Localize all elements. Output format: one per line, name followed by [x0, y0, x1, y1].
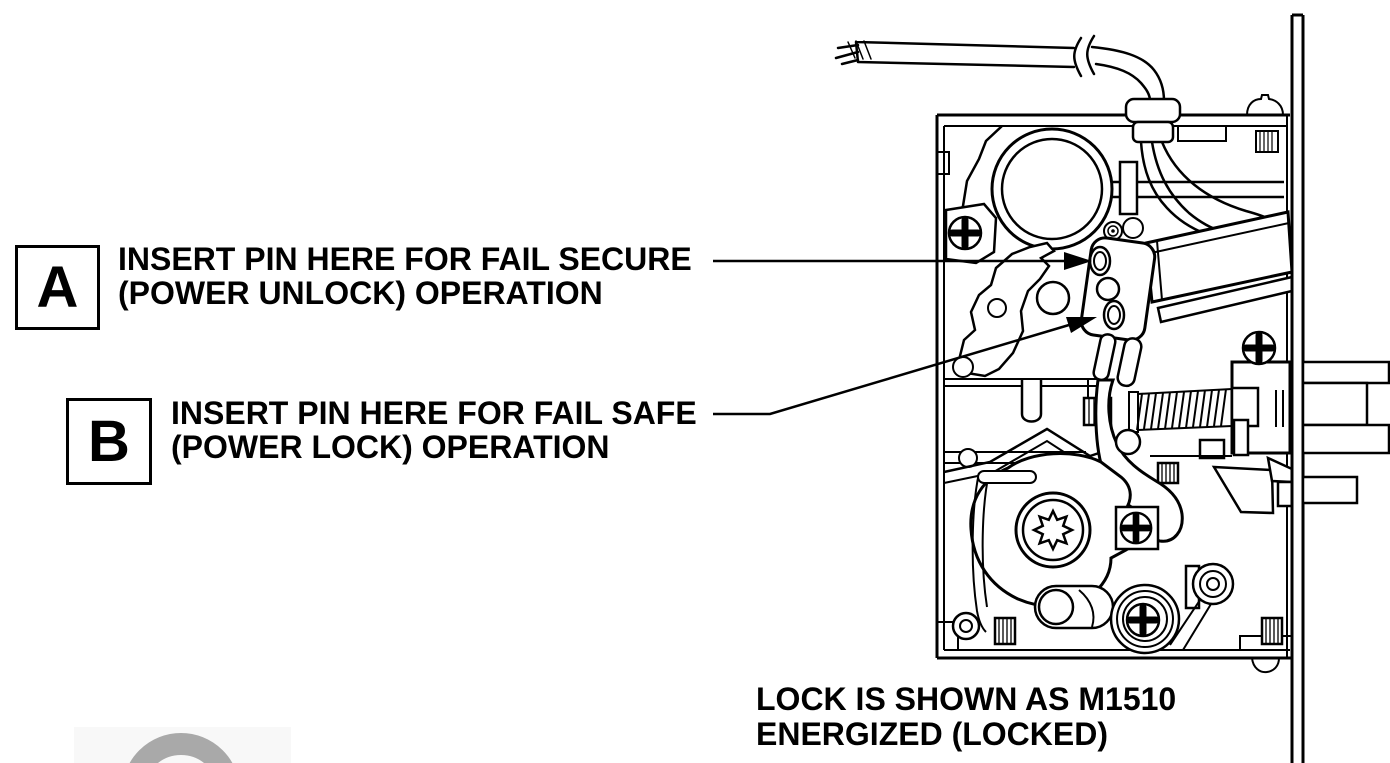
- screw-top-left: [947, 215, 983, 251]
- callout-b-arrowhead: [1066, 317, 1097, 333]
- latch-bolt-assembly: [1150, 360, 1294, 515]
- knurled-stud-stop: [1156, 461, 1180, 485]
- cable-grommet: [1124, 97, 1227, 144]
- pivot-pins: [1103, 217, 1144, 241]
- callout-b-box: B: [66, 398, 152, 485]
- cylinder-clamp: [1118, 160, 1139, 216]
- knurled-stud-bottom-right: [1260, 616, 1284, 646]
- callout-b-leader: [713, 317, 1097, 416]
- callout-b-line2: (POWER LOCK) OPERATION: [171, 429, 610, 465]
- latch-bolt-mid: [1301, 381, 1369, 427]
- callout-b-letter: B: [88, 408, 130, 474]
- top-screw-dome: [1246, 94, 1284, 116]
- lower-mechanism: [951, 470, 1284, 655]
- diagram-caption: LOCK IS SHOWN AS M1510 ENERGIZED (LOCKED…: [756, 682, 1176, 752]
- latch-spring: [1128, 388, 1233, 433]
- screws: [947, 215, 1277, 638]
- caption-line1: LOCK IS SHOWN AS M1510: [756, 681, 1177, 717]
- screw-spiral: [1125, 602, 1161, 638]
- latch-bolt-top: [1301, 360, 1390, 385]
- auxiliary-bolt: [1301, 475, 1359, 505]
- watermark-logo: [74, 727, 291, 763]
- door-bolts: [1301, 360, 1390, 505]
- power-cable: [834, 34, 1166, 103]
- hub-assembly: [969, 452, 1138, 608]
- solenoid: [1144, 210, 1294, 324]
- callout-a-leader: [713, 252, 1092, 270]
- pin-hole-middle: [1095, 276, 1121, 302]
- knurled-stud-bottom-left: [993, 616, 1017, 646]
- roller: [1191, 562, 1235, 606]
- latch-bolt-bottom: [1301, 423, 1390, 455]
- cylinder-hole: [990, 127, 1284, 251]
- callout-b-text: INSERT PIN HERE FOR FAIL SAFE (POWER LOC…: [171, 396, 697, 464]
- callout-a-line1: INSERT PIN HERE FOR FAIL SECURE: [118, 241, 692, 277]
- callout-a-arrowhead: [1064, 252, 1092, 270]
- callout-a-letter: A: [36, 254, 79, 320]
- faceplate: [1290, 13, 1305, 763]
- caption-line2: ENERGIZED (LOCKED): [756, 716, 1108, 752]
- knurled-stud-top: [1255, 130, 1279, 153]
- screw-center: [1119, 511, 1153, 545]
- spindle-star: [1031, 508, 1075, 552]
- callout-a-line2: (POWER UNLOCK) OPERATION: [118, 275, 603, 311]
- callout-b-line1: INSERT PIN HERE FOR FAIL SAFE: [171, 395, 697, 431]
- pin-plate: [1079, 236, 1157, 388]
- callout-a-text: INSERT PIN HERE FOR FAIL SECURE (POWER U…: [118, 242, 692, 310]
- screw-right: [1241, 330, 1277, 366]
- callout-a-box: A: [15, 245, 100, 330]
